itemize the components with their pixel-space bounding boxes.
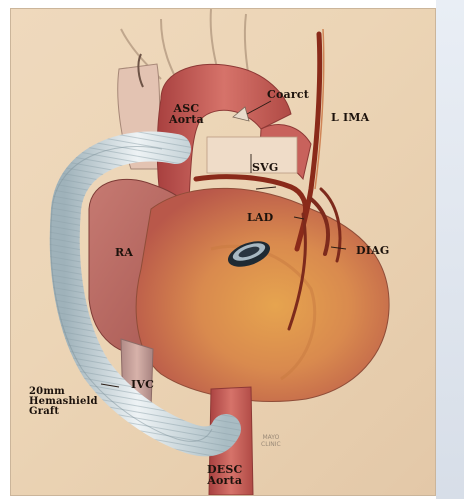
graft-label-line3: Graft [29, 407, 98, 417]
coarct-label: Coarct [267, 89, 309, 100]
ivc-label: IVC [131, 379, 154, 390]
anatomy-illustration: ASC Aorta Coarct L IMA SVG LAD DIAG RA I… [10, 8, 436, 496]
svg-label: SVG [252, 162, 278, 173]
desc-aorta-label-line2: Aorta [207, 475, 242, 486]
asc-aorta-label-line2: Aorta [169, 114, 204, 125]
ra-label: RA [115, 247, 133, 258]
l-ima-label: L IMA [331, 112, 369, 123]
right-edge-strip [436, 0, 464, 499]
mayo-watermark: MAYO CLINIC [261, 434, 281, 448]
mayo-watermark-line1: MAYO [261, 434, 281, 441]
mayo-watermark-line2: CLINIC [261, 441, 281, 448]
lad-label: LAD [247, 212, 273, 223]
graft-label: 20mm Hemashield Graft [29, 387, 98, 417]
diag-label: DIAG [356, 245, 389, 256]
asc-aorta-label: ASC Aorta [169, 103, 204, 125]
desc-aorta-label: DESC Aorta [207, 464, 242, 486]
